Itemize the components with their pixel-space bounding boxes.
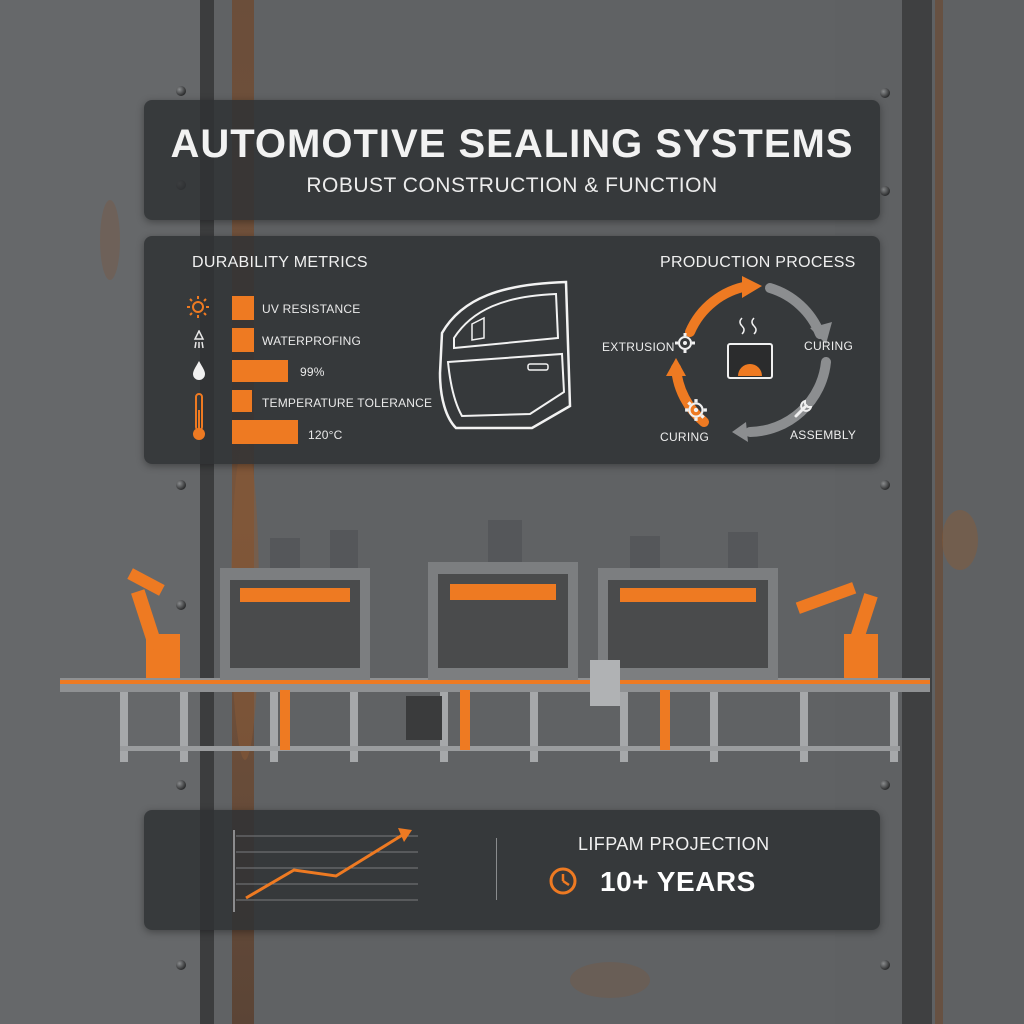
clock-icon: [549, 867, 577, 895]
gear-icon: [685, 399, 707, 421]
rivet: [176, 780, 186, 790]
temperature-value-bar: [232, 420, 298, 444]
lifespan-label: LIFPAM PROJECTION: [578, 834, 770, 854]
lifespan-value: 10+ YEARS: [600, 866, 756, 897]
page-title: AUTOMOTIVE SEALING SYSTEMS: [170, 122, 854, 166]
waterproofing-label: WATERPROFING: [262, 334, 362, 348]
page-subtitle: ROBUST CONSTRUCTION & FUNCTION: [306, 174, 718, 197]
process-heading: PRODUCTION PROCESS: [660, 254, 856, 271]
rivet: [176, 600, 186, 610]
rivet: [880, 960, 890, 970]
uv-resistance-bar: [232, 296, 254, 320]
rivet: [176, 960, 186, 970]
growth-chart-icon: [233, 828, 418, 912]
lifespan-panel: [144, 810, 880, 930]
rivet: [880, 780, 890, 790]
header-panel: [144, 100, 880, 220]
rain-icon: [193, 330, 205, 349]
waterproofing-bar: [232, 328, 254, 352]
temperature-label: TEMPERATURE TOLERANCE: [262, 396, 433, 410]
panel-divider: [496, 838, 497, 900]
process-step-curing-2: CURING: [660, 430, 710, 444]
waterproofing-value: 99%: [300, 365, 325, 379]
rivet: [880, 186, 890, 196]
car-door-icon: [438, 280, 572, 430]
sun-icon: [187, 296, 209, 318]
temperature-value: 120°C: [308, 428, 343, 442]
process-cycle-diagram: [666, 276, 832, 442]
rivet: [176, 86, 186, 96]
process-step-curing: CURING: [804, 339, 854, 353]
gear-icon: [675, 333, 695, 353]
thermometer-icon: [193, 393, 205, 440]
production-line-illustration: [60, 520, 930, 762]
waterproofing-value-bar: [232, 360, 288, 382]
rivet: [880, 88, 890, 98]
water-drop-icon: [193, 361, 205, 380]
rivet: [880, 480, 890, 490]
wrench-icon: [794, 399, 813, 418]
temperature-bar: [232, 390, 252, 412]
rivet: [176, 480, 186, 490]
uv-resistance-label: UV RESISTANCE: [262, 302, 361, 316]
process-step-extrusion: EXTRUSION: [602, 340, 675, 354]
process-step-assembly: ASSEMBLY: [790, 428, 857, 442]
durability-heading: DURABILITY METRICS: [192, 254, 368, 271]
